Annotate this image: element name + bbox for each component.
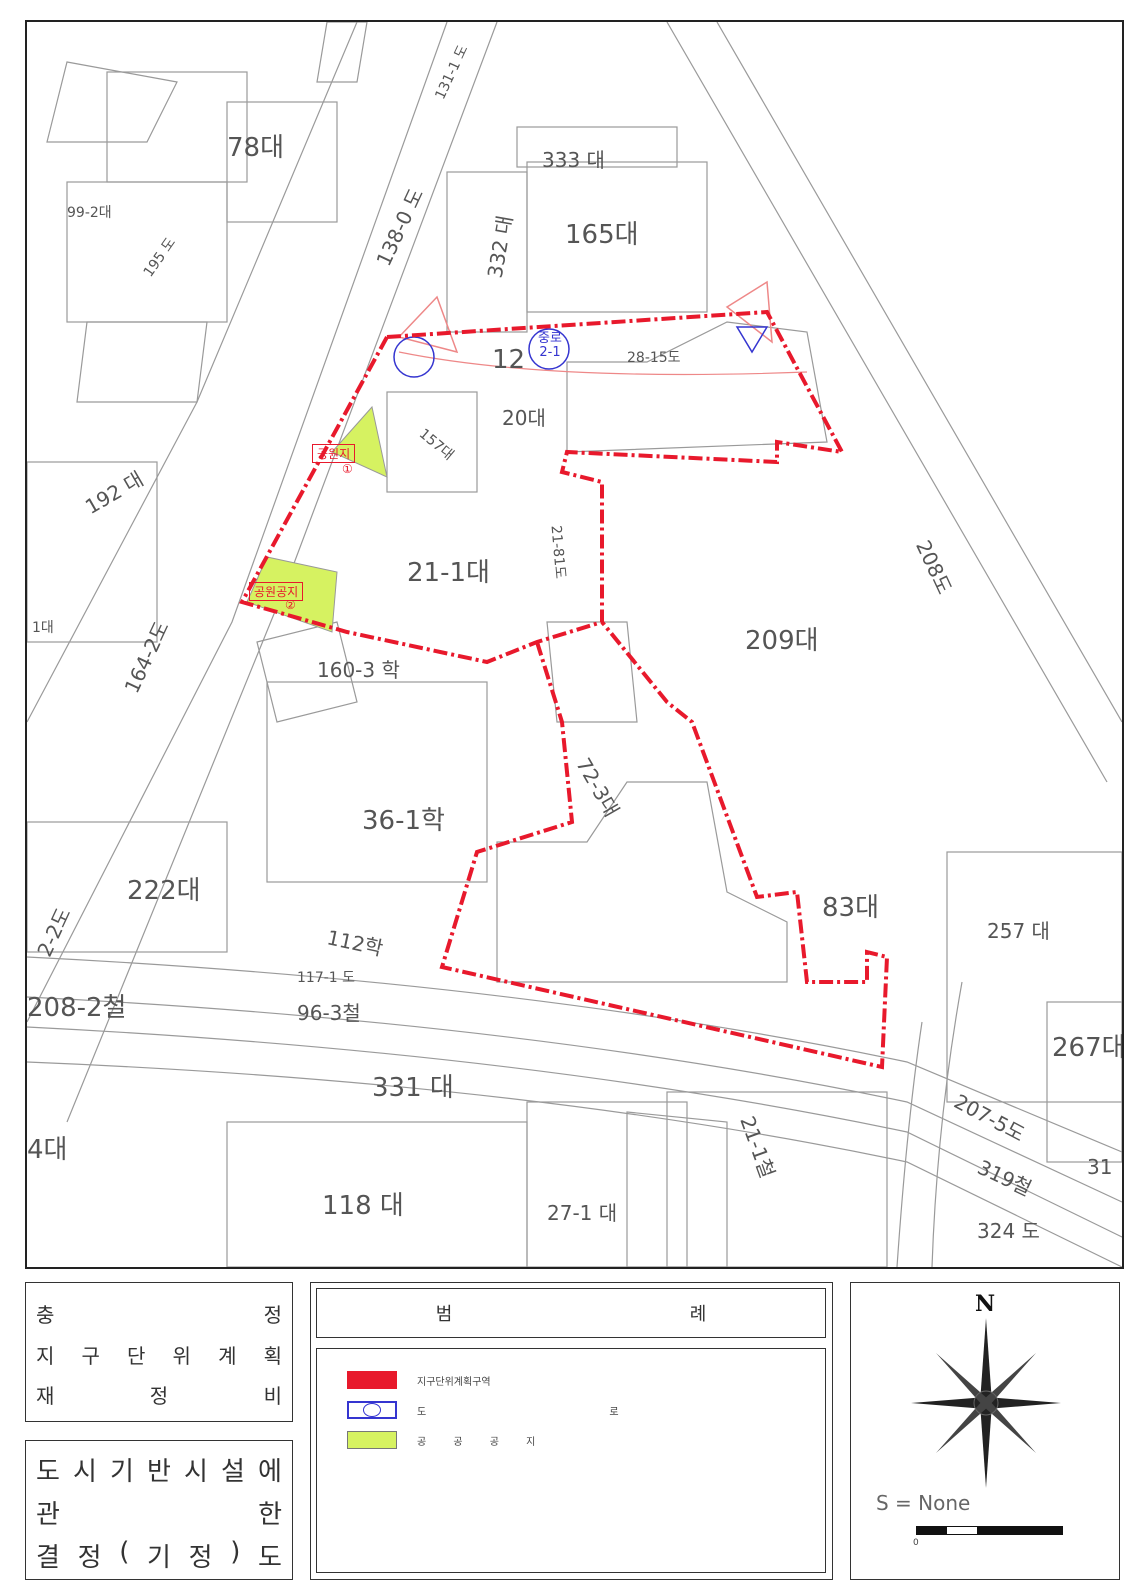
decision-char: 한	[258, 1500, 282, 1530]
open-space-2-label: 공원공지	[249, 582, 304, 601]
parcel-label: 160-3 학	[317, 658, 400, 682]
title-char: 구	[81, 1344, 100, 1368]
parcel-label: 333 대	[542, 148, 605, 172]
parcel-label: 331 대	[372, 1073, 454, 1103]
decision-char: 설	[221, 1457, 245, 1487]
decision-char: 정	[77, 1543, 102, 1573]
legend-item-boundary: 지구단위계획구역	[347, 1371, 491, 1389]
road-lines	[27, 22, 1122, 1267]
legend-item-label: 지구단위계획구역	[417, 1376, 491, 1388]
scale-zero: 0	[913, 1538, 919, 1548]
road-triangle-marker	[735, 326, 769, 354]
title-row-3: 재 정 비	[26, 1380, 292, 1409]
road-circle-icon	[363, 1403, 381, 1417]
decision-row-2: 관 한	[26, 1494, 292, 1531]
map-drawing	[27, 22, 1122, 1267]
legend-item-road: 도 로	[347, 1401, 709, 1419]
district-boundary-south	[439, 620, 890, 1070]
parcel-label: 78대	[227, 133, 285, 163]
decision-char: 기	[147, 1543, 171, 1573]
parcel-label: 222대	[127, 876, 201, 906]
district-boundary-north	[239, 309, 846, 665]
parcel-label: 21-1대	[407, 558, 490, 588]
open-space-2	[246, 556, 338, 633]
legend-title-char: 범	[435, 1304, 453, 1325]
decision-row-1: 도 시 기 반 시 설 에	[26, 1451, 292, 1488]
parcel-label: 209대	[745, 626, 819, 656]
title-char: 위	[172, 1344, 191, 1368]
road-plan-line	[398, 351, 808, 376]
decision-char: 도	[258, 1543, 282, 1573]
parcel-label: 20대	[502, 406, 546, 430]
legend-item-label: 공 공 공 지	[417, 1436, 548, 1448]
parcel-label: 117-1 도	[297, 970, 356, 986]
parcel-label: 12	[492, 345, 526, 375]
decision-char: 시	[184, 1457, 208, 1487]
open-space-1-number: ①	[342, 462, 353, 476]
legend-item-open-space: 공 공 공 지	[347, 1431, 547, 1449]
title-char: 정	[263, 1303, 282, 1327]
title-char: 비	[263, 1384, 282, 1408]
decision-char: 관	[36, 1500, 60, 1530]
open-space-swatch	[347, 1431, 397, 1449]
decision-row-3: 결 정 ( 기 정 ) 도	[26, 1537, 292, 1574]
plan-title-panel: 충 정 지 구 단 위 계 획 재 정 비	[25, 1282, 293, 1422]
parcel-label: 28-15도	[627, 350, 681, 366]
decision-char: 결	[36, 1543, 60, 1573]
title-char: 재	[36, 1384, 55, 1408]
road-triangle-right	[725, 280, 773, 344]
legend-panel: 범 례 지구단위계획구역 도 로 공 공 공 지	[310, 1282, 833, 1580]
title-row-1: 충 정	[26, 1299, 292, 1328]
title-char: 단	[127, 1344, 146, 1368]
decision-title-panel: 도 시 기 반 시 설 에 관 한 결 정 ( 기 정 ) 도	[25, 1440, 293, 1580]
decision-char: )	[230, 1537, 241, 1567]
parcel-label: 96-3철	[297, 1001, 361, 1025]
road-number-circle	[528, 328, 570, 370]
legend-item-label: 도 로	[417, 1406, 709, 1418]
title-char: 지	[36, 1344, 55, 1368]
decision-char: 시	[73, 1457, 97, 1487]
parcel-label: 27-1 대	[547, 1201, 618, 1225]
decision-char: 정	[188, 1543, 213, 1573]
open-space-1	[331, 405, 388, 478]
legend-title-char: 례	[689, 1304, 707, 1325]
scale-text: S = None	[876, 1491, 971, 1515]
parcel-label: 4대	[27, 1135, 68, 1165]
open-space-2-number: ②	[285, 598, 296, 612]
compass-rose-icon	[911, 1318, 1061, 1488]
parcel-label: 83대	[822, 893, 880, 923]
parcel-label: 208-2철	[27, 993, 127, 1023]
decision-char: 반	[147, 1457, 171, 1487]
parcel-label: 267대	[1052, 1033, 1124, 1063]
parcel-label: 1대	[32, 620, 54, 636]
parcel-label: 257 대	[987, 919, 1050, 943]
scale-bar	[916, 1526, 1063, 1535]
parcel-label: 31	[1087, 1155, 1113, 1179]
road-triangle-left	[397, 295, 459, 354]
legend-body: 지구단위계획구역 도 로 공 공 공 지	[316, 1348, 826, 1573]
parcel-label: 36-1학	[362, 806, 445, 836]
title-char: 충	[36, 1303, 55, 1327]
north-scale-panel: N S = None 0	[850, 1282, 1120, 1580]
title-row-2: 지 구 단 위 계 획	[26, 1340, 292, 1369]
road-number-label: 중로 2-1	[538, 331, 562, 360]
title-char: 획	[263, 1344, 282, 1368]
boundary-swatch	[347, 1371, 397, 1389]
parcel-label: 324 도	[977, 1219, 1040, 1243]
legend-header: 범 례	[316, 1288, 826, 1338]
decision-char: 도	[36, 1457, 60, 1487]
title-char: 정	[149, 1384, 169, 1408]
north-label: N	[974, 1291, 996, 1317]
parcel-label: 99-2대	[67, 205, 112, 221]
road-swatch	[347, 1401, 397, 1419]
decision-char: (	[119, 1537, 130, 1567]
decision-char: 에	[258, 1457, 282, 1487]
parcel-label: 165대	[565, 220, 639, 250]
parcel-label: 118 대	[322, 1191, 404, 1221]
open-space-1-label: 공원지	[312, 444, 356, 463]
title-char: 계	[218, 1344, 237, 1368]
decision-char: 기	[110, 1457, 134, 1487]
cadastral-map: 78대 333 대 165대 332 대 138-0 도 131-1 도 195…	[25, 20, 1124, 1269]
